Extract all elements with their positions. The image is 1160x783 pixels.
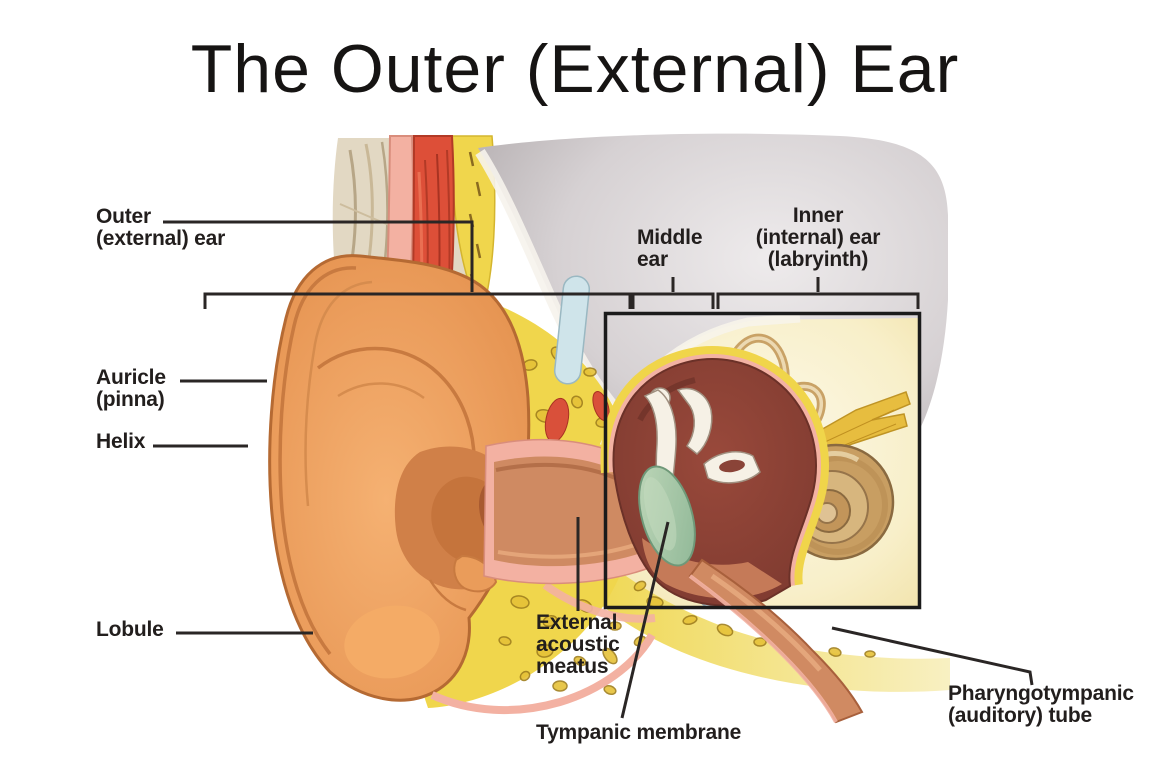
tympanic-leader-line	[620, 521, 670, 719]
middle-ear-label: Middle ear	[637, 226, 703, 271]
skin-fold-art	[430, 581, 656, 715]
lobule-label: Lobule	[96, 618, 164, 641]
inner-ear-bracket	[716, 292, 920, 309]
outer-ear-bracket	[203, 292, 632, 309]
tympanic-membrane-label: Tympanic membrane	[536, 721, 742, 744]
auricle-label: Auricle (pinna)	[96, 366, 166, 411]
external-acoustic-meatus-label: External acoustic meatus	[536, 611, 620, 678]
tympanic-membrane-art	[638, 465, 696, 567]
outer-ear-leader-line	[163, 220, 474, 292]
outer-ear-label: Outer (external) ear	[96, 205, 226, 250]
pharyngotympanic-leader-line	[831, 626, 1034, 686]
middle-ear-bracket	[631, 292, 715, 309]
pharyngotympanic-label: Pharyngotympanic (auditory) tube	[948, 682, 1134, 727]
petrous-bone-strip-art	[566, 548, 950, 692]
auditory-tube-art	[688, 558, 864, 724]
inner-ear-label: Inner (internal) ear (labryinth)	[755, 204, 881, 271]
middle-inner-ear-box	[603, 311, 922, 610]
brackets-and-leaders	[153, 220, 1034, 719]
helix-label: Helix	[96, 430, 146, 453]
page-title: The Outer (External) Ear	[190, 31, 960, 107]
